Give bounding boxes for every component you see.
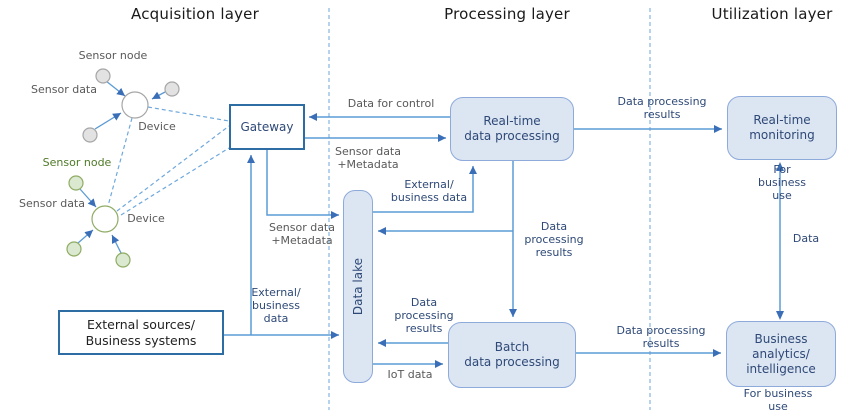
arrow-sensor3-device1 [94, 112, 122, 130]
arrow-datalake-to-realtime [373, 166, 477, 213]
header-processing-layer: Processing layer [444, 5, 570, 23]
arrow-sensor2-device2 [77, 229, 94, 244]
device-circle-green [91, 205, 119, 233]
sensor-arrows-green [77, 188, 122, 254]
gateway-box: Gateway [229, 104, 305, 150]
sensor-node-circle-gray-1 [95, 68, 111, 84]
arrowhead-down-analytics [776, 311, 784, 320]
label-iot-data: IoT data [387, 368, 433, 381]
arrow-gateway-to-datalake [266, 150, 339, 219]
label-sensor-node-gray: Sensor node [78, 49, 148, 62]
label-sensor-node-green: Sensor node [42, 156, 112, 169]
label-processing-results-monitoring: Data processing results [617, 95, 707, 121]
label-sensor-metadata-realtime: Sensor data +Metadata [335, 145, 401, 171]
label-processing-results-batch-lake: Data processing results [394, 296, 454, 335]
external-sources-box: External sources/ Business systems [58, 310, 224, 355]
sensor-node-circle-green-3 [115, 252, 131, 268]
dashed-link-device1-gateway [147, 106, 230, 122]
data-lake-box: Data lake [343, 190, 373, 383]
dashed-link-device1-device2 [107, 117, 133, 207]
label-data-vertical: Data [792, 232, 820, 245]
sensor-arrows-gray [94, 80, 166, 130]
arrow-sensor1-device1 [105, 80, 126, 97]
label-external-business-sources: External/ business data [251, 286, 301, 325]
arrow-sensor1-device2 [79, 188, 97, 208]
label-external-business-realtime: External/ business data [390, 178, 468, 204]
sensor-node-circle-gray-3 [82, 127, 98, 143]
dashed-device-links [107, 106, 230, 216]
header-utilization-layer: Utilization layer [711, 5, 833, 23]
data-lake-label: Data lake [351, 257, 365, 316]
dashed-link-device2-gateway-b [120, 147, 230, 216]
sensor-node-circle-gray-2 [164, 81, 180, 97]
label-data-for-control: Data for control [347, 97, 435, 110]
label-processing-results-realtime: Data processing results [524, 220, 584, 259]
label-for-business-use-bottom: For business use [743, 387, 813, 412]
arrow-sensor3-device2 [111, 234, 122, 254]
label-sensor-data-gray: Sensor data [31, 83, 97, 96]
sensor-node-circle-green-1 [68, 175, 84, 191]
device-circle-gray [121, 91, 149, 119]
arrowhead-up-monitoring [776, 162, 784, 171]
label-processing-results-analytics: Data processing results [616, 324, 706, 350]
sensor-node-circle-green-2 [66, 241, 82, 257]
flow-arrows [224, 113, 781, 368]
label-for-business-use-top: For business use [758, 163, 806, 202]
label-sensor-metadata-lake: Sensor data +Metadata [269, 221, 335, 247]
batch-processing-box: Batch data processing [448, 322, 576, 388]
label-device-gray: Device [138, 120, 176, 133]
realtime-monitoring-box: Real-time monitoring [727, 96, 837, 160]
arrow-sensor2-device1 [151, 91, 166, 100]
header-acquisition-layer: Acquisition layer [131, 5, 259, 23]
business-analytics-box: Business analytics/ intelligence [726, 321, 836, 387]
label-device-green: Device [127, 212, 165, 225]
label-sensor-data-green: Sensor data [19, 197, 85, 210]
dashed-link-device2-gateway-a [116, 125, 230, 212]
realtime-processing-box: Real-time data processing [450, 97, 574, 161]
